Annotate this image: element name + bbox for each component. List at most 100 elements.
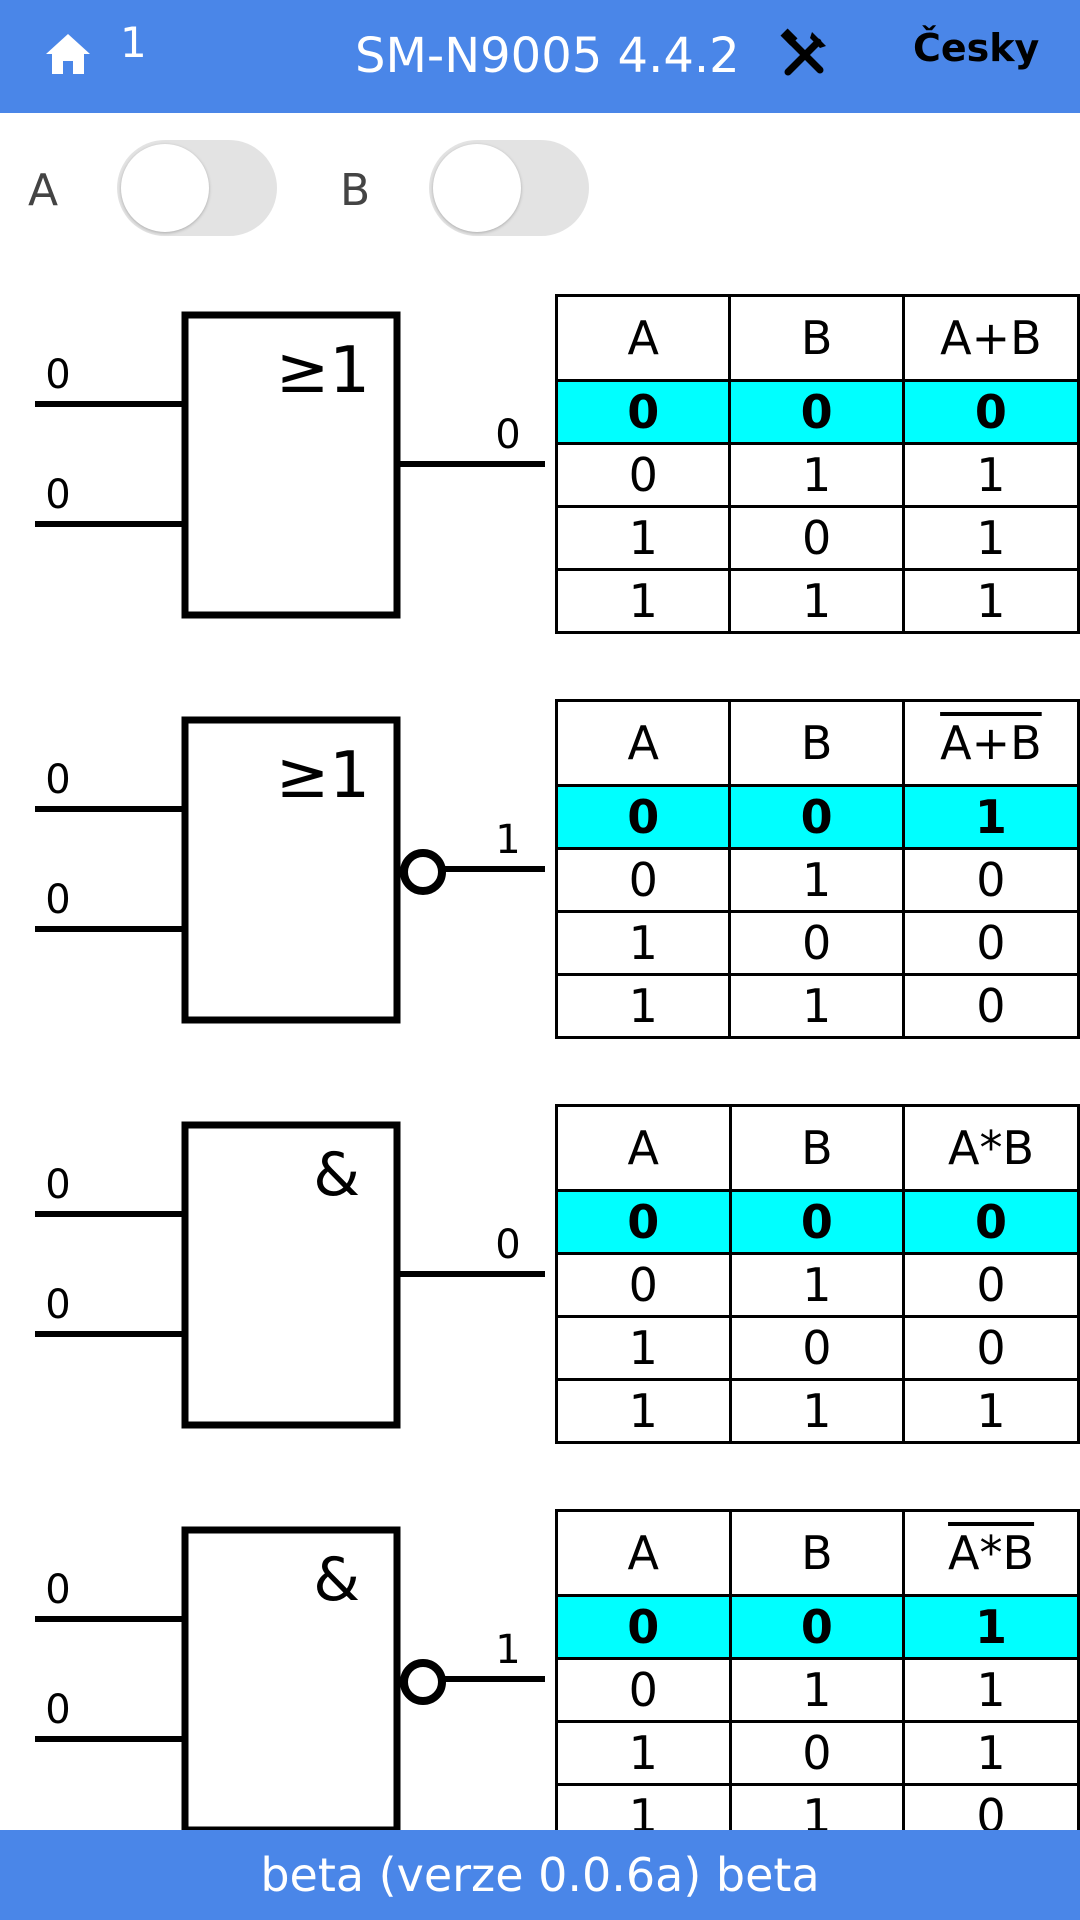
gate-input-b-value: 0 [45, 1687, 70, 1733]
table-cell: 1 [555, 1378, 732, 1444]
table-cell: 1 [555, 1720, 732, 1786]
header-a: A [554, 294, 732, 382]
gate-symbol: & [313, 1140, 360, 1210]
nor-gate: 0 0 ≥1 1 [35, 716, 545, 1024]
table-cell: 0 [728, 1189, 906, 1255]
table-cell: 0 [902, 1315, 1080, 1381]
table-cell: 0 [728, 505, 905, 571]
input-a-label: A [28, 165, 59, 216]
table-cell: 0 [554, 379, 732, 445]
table-cell: 1 [728, 973, 905, 1039]
gate-output-value: 1 [495, 1627, 520, 1673]
gate-input-b-value: 0 [45, 1282, 70, 1328]
gate-symbol: ≥1 [276, 334, 370, 408]
gate-input-a-value: 0 [45, 1162, 70, 1208]
gate-output-value: 0 [495, 1222, 520, 1268]
nand-gate: 0 0 & 1 [35, 1526, 545, 1834]
header-b: B [728, 294, 905, 382]
table-cell: 0 [555, 1594, 732, 1660]
language-button[interactable]: Česky [913, 26, 1040, 70]
table-cell: 1 [902, 1594, 1080, 1660]
table-cell: 0 [555, 1657, 732, 1723]
gate-input-a-value: 0 [45, 1567, 70, 1613]
toggle-knob [121, 144, 209, 232]
table-cell: 1 [728, 1252, 906, 1318]
table-cell: 1 [554, 505, 732, 571]
table-cell: 1 [554, 910, 732, 976]
gate-output-value: 0 [495, 412, 520, 458]
header-output: A+B [901, 294, 1080, 382]
version-label: beta (verze 0.0.6a) beta [260, 1848, 820, 1902]
app-header: 1 SM-N9005 4.4.2 Česky [0, 0, 1080, 113]
tools-icon[interactable] [778, 28, 830, 80]
page-number: 1 [120, 18, 147, 67]
table-cell: 0 [554, 442, 732, 508]
header-b: B [728, 1104, 906, 1192]
table-cell: 0 [901, 379, 1080, 445]
table-cell: 1 [901, 442, 1080, 508]
header-output: A*B [902, 1509, 1080, 1597]
gate-symbol: & [313, 1545, 360, 1615]
input-b-label: B [340, 165, 371, 216]
header-b: B [728, 699, 905, 787]
table-cell: 0 [901, 847, 1080, 913]
toggle-knob [433, 144, 521, 232]
table-cell: 0 [554, 784, 732, 850]
input-b-toggle[interactable] [429, 140, 589, 236]
header-a: A [554, 699, 732, 787]
table-cell: 0 [901, 910, 1080, 976]
header-output: A*B [902, 1104, 1080, 1192]
table-cell: 0 [555, 1189, 732, 1255]
table-cell: 1 [901, 505, 1080, 571]
gate-input-a-value: 0 [45, 757, 70, 803]
table-cell: 1 [902, 1378, 1080, 1444]
table-cell: 0 [728, 784, 905, 850]
app-footer: beta (verze 0.0.6a) beta [0, 1830, 1080, 1920]
table-cell: 1 [728, 1378, 906, 1444]
inversion-bubble [400, 1659, 446, 1705]
table-cell: 0 [728, 1315, 906, 1381]
header-output: A+B [901, 699, 1080, 787]
header-b: B [728, 1509, 906, 1597]
table-cell: 0 [728, 1720, 906, 1786]
device-title: SM-N9005 4.4.2 [355, 28, 740, 84]
table-cell: 1 [728, 847, 905, 913]
table-cell: 0 [728, 1594, 906, 1660]
and-gate: 0 0 & 0 [35, 1121, 545, 1429]
input-a-toggle[interactable] [117, 140, 277, 236]
table-cell: 1 [901, 568, 1080, 634]
gate-symbol: ≥1 [276, 739, 370, 813]
home-icon[interactable] [44, 32, 92, 76]
gate-output-value: 1 [495, 817, 520, 863]
table-cell: 0 [554, 847, 732, 913]
table-cell: 1 [554, 568, 732, 634]
gate-input-b-value: 0 [45, 877, 70, 923]
gate-input-b-value: 0 [45, 472, 70, 518]
or-gate: 0 0 ≥1 0 [35, 311, 545, 619]
table-cell: 1 [728, 568, 905, 634]
table-cell: 0 [902, 1252, 1080, 1318]
table-cell: 1 [728, 442, 905, 508]
table-cell: 0 [728, 379, 905, 445]
table-cell: 1 [901, 784, 1080, 850]
table-cell: 0 [728, 910, 905, 976]
